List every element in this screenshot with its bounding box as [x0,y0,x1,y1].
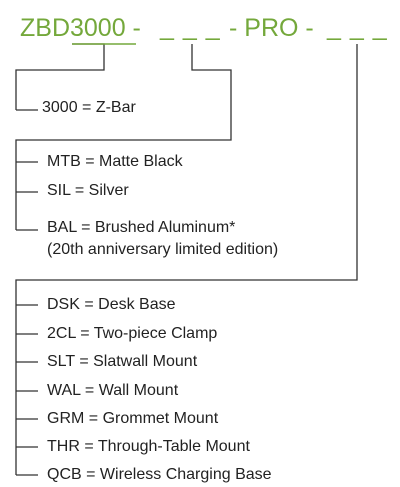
option-wal: WAL = Wall Mount [47,382,179,399]
model-prefix: ZBD3000 - [20,14,141,42]
option-dsk: DSK = Desk Base [47,296,176,313]
connector-mount [15,44,358,475]
option-slt: SLT = Slatwall Mount [47,353,198,370]
connector-finish [15,44,232,230]
option-2cl: 2CL = Two-piece Clamp [47,325,218,342]
option-bal-note: (20th anniversary limited edition) [47,241,279,258]
model-suffix: - PRO - [229,14,314,42]
option-grm: GRM = Grommet Mount [47,410,219,427]
option-qcb: QCB = Wireless Charging Base [47,466,272,483]
option-mtb: MTB = Matte Black [47,153,183,170]
option-thr: THR = Through-Table Mount [47,438,250,455]
mount-slot: _ _ _ [327,13,388,41]
option-bal: BAL = Brushed Aluminum* [47,219,236,236]
option-sil: SIL = Silver [47,182,129,199]
model-code: ZBD3000 - _ _ _ - PRO - _ _ _ [0,0,400,56]
option-3000: 3000 = Z-Bar [42,99,136,116]
option-ticks [16,109,38,476]
finish-slot: _ _ _ [160,13,221,41]
